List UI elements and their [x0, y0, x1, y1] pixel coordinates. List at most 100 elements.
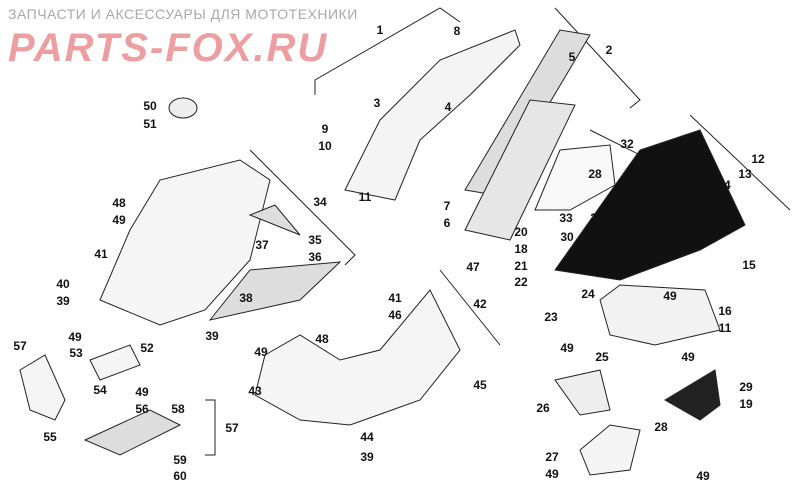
callout-38: 38: [239, 291, 253, 305]
callout-57: 57: [13, 339, 27, 353]
callout-47: 47: [466, 260, 480, 274]
callout-3: 3: [373, 96, 381, 110]
callout-39: 39: [56, 294, 70, 308]
callout-14: 14: [717, 178, 731, 192]
callout-49: 49: [135, 385, 149, 399]
callout-20: 20: [514, 225, 528, 239]
callout-34: 34: [313, 195, 327, 209]
callout-33: 33: [559, 211, 573, 225]
callout-4: 4: [444, 100, 452, 114]
group-bracket-42: [439, 269, 501, 346]
callout-16: 16: [718, 304, 732, 318]
callout-46: 46: [388, 308, 402, 322]
callout-27: 27: [545, 450, 559, 464]
callout-48: 48: [315, 332, 329, 346]
callout-49: 49: [560, 341, 574, 355]
part-56: [83, 409, 182, 456]
callout-48: 48: [112, 196, 126, 210]
watermark-tagline: ЗАПЧАСТИ И АКСЕССУАРЫ ДЛЯ МОТОТЕХНИКИ: [8, 6, 358, 22]
group-bracket-34: [249, 149, 356, 266]
callout-21: 21: [514, 259, 528, 273]
callout-35: 35: [308, 233, 322, 247]
callout-22: 22: [514, 275, 528, 289]
part-19: [664, 369, 721, 421]
callout-19: 19: [739, 397, 753, 411]
part-27: [579, 424, 641, 476]
callout-25: 25: [595, 350, 609, 364]
callout-28: 28: [654, 420, 668, 434]
callout-59: 59: [173, 453, 187, 467]
part-gauge-50: [168, 97, 198, 119]
callout-30: 30: [645, 161, 659, 175]
callout-53: 53: [69, 346, 83, 360]
callout-44: 44: [360, 430, 374, 444]
part-pad-6: [464, 99, 576, 241]
callout-50: 50: [143, 99, 157, 113]
callout-37: 37: [255, 238, 269, 252]
callout-49: 49: [681, 350, 695, 364]
callout-49: 49: [112, 213, 126, 227]
callout-56: 56: [135, 402, 149, 416]
callout-58: 58: [171, 402, 185, 416]
callout-57: 57: [225, 421, 239, 435]
part-hood-34: [99, 159, 271, 326]
callout-49: 49: [545, 467, 559, 481]
callout-45: 45: [473, 378, 487, 392]
callout-26: 26: [536, 401, 550, 415]
callout-55: 55: [43, 430, 57, 444]
callout-30: 30: [560, 230, 574, 244]
callout-49: 49: [254, 345, 268, 359]
callout-2: 2: [605, 43, 613, 57]
part-belly-pan-44: [254, 289, 461, 426]
callout-28: 28: [588, 167, 602, 181]
callout-52: 52: [140, 341, 154, 355]
group-bracket-12: [689, 114, 791, 211]
callout-54: 54: [93, 383, 107, 397]
callout-11: 11: [358, 190, 372, 204]
callout-41: 41: [94, 247, 108, 261]
part-26: [554, 369, 611, 416]
callout-42: 42: [473, 297, 487, 311]
callout-9: 9: [321, 122, 329, 136]
part-windshield: [344, 29, 521, 201]
callout-8: 8: [453, 24, 461, 38]
part-57: [19, 354, 66, 421]
callout-39: 39: [360, 450, 374, 464]
watermark-logo: PARTS-FOX.RU: [8, 26, 329, 70]
callout-51: 51: [143, 117, 157, 131]
callout-23: 23: [544, 310, 558, 324]
part-pad-35: [248, 204, 301, 236]
callout-31: 31: [590, 211, 604, 225]
callout-32: 32: [620, 137, 634, 151]
callout-7: 7: [443, 199, 451, 213]
callout-6: 6: [443, 216, 451, 230]
part-53: [89, 344, 141, 381]
group-bracket-1: [314, 7, 461, 95]
callout-11: 11: [718, 321, 732, 335]
callout-49: 49: [696, 469, 710, 483]
callout-41: 41: [388, 291, 402, 305]
group-bracket-57: [205, 399, 216, 456]
callout-49: 49: [68, 330, 82, 344]
callout-15: 15: [742, 258, 756, 272]
callout-17: 17: [717, 193, 731, 207]
callout-24: 24: [581, 287, 595, 301]
callout-10: 10: [318, 139, 332, 153]
callout-43: 43: [248, 384, 262, 398]
part-side-lower-11: [599, 284, 721, 346]
callout-13: 13: [738, 167, 752, 181]
callout-49: 49: [663, 289, 677, 303]
callout-1: 1: [376, 23, 384, 37]
callout-12: 12: [751, 152, 765, 166]
callout-39: 39: [205, 329, 219, 343]
callout-29: 29: [739, 380, 753, 394]
part-panel-32: [534, 144, 616, 211]
callout-5: 5: [568, 50, 576, 64]
callout-36: 36: [308, 250, 322, 264]
callout-40: 40: [56, 277, 70, 291]
callout-18: 18: [514, 242, 528, 256]
callout-60: 60: [173, 469, 187, 483]
part-side-panel-12: [554, 129, 746, 281]
